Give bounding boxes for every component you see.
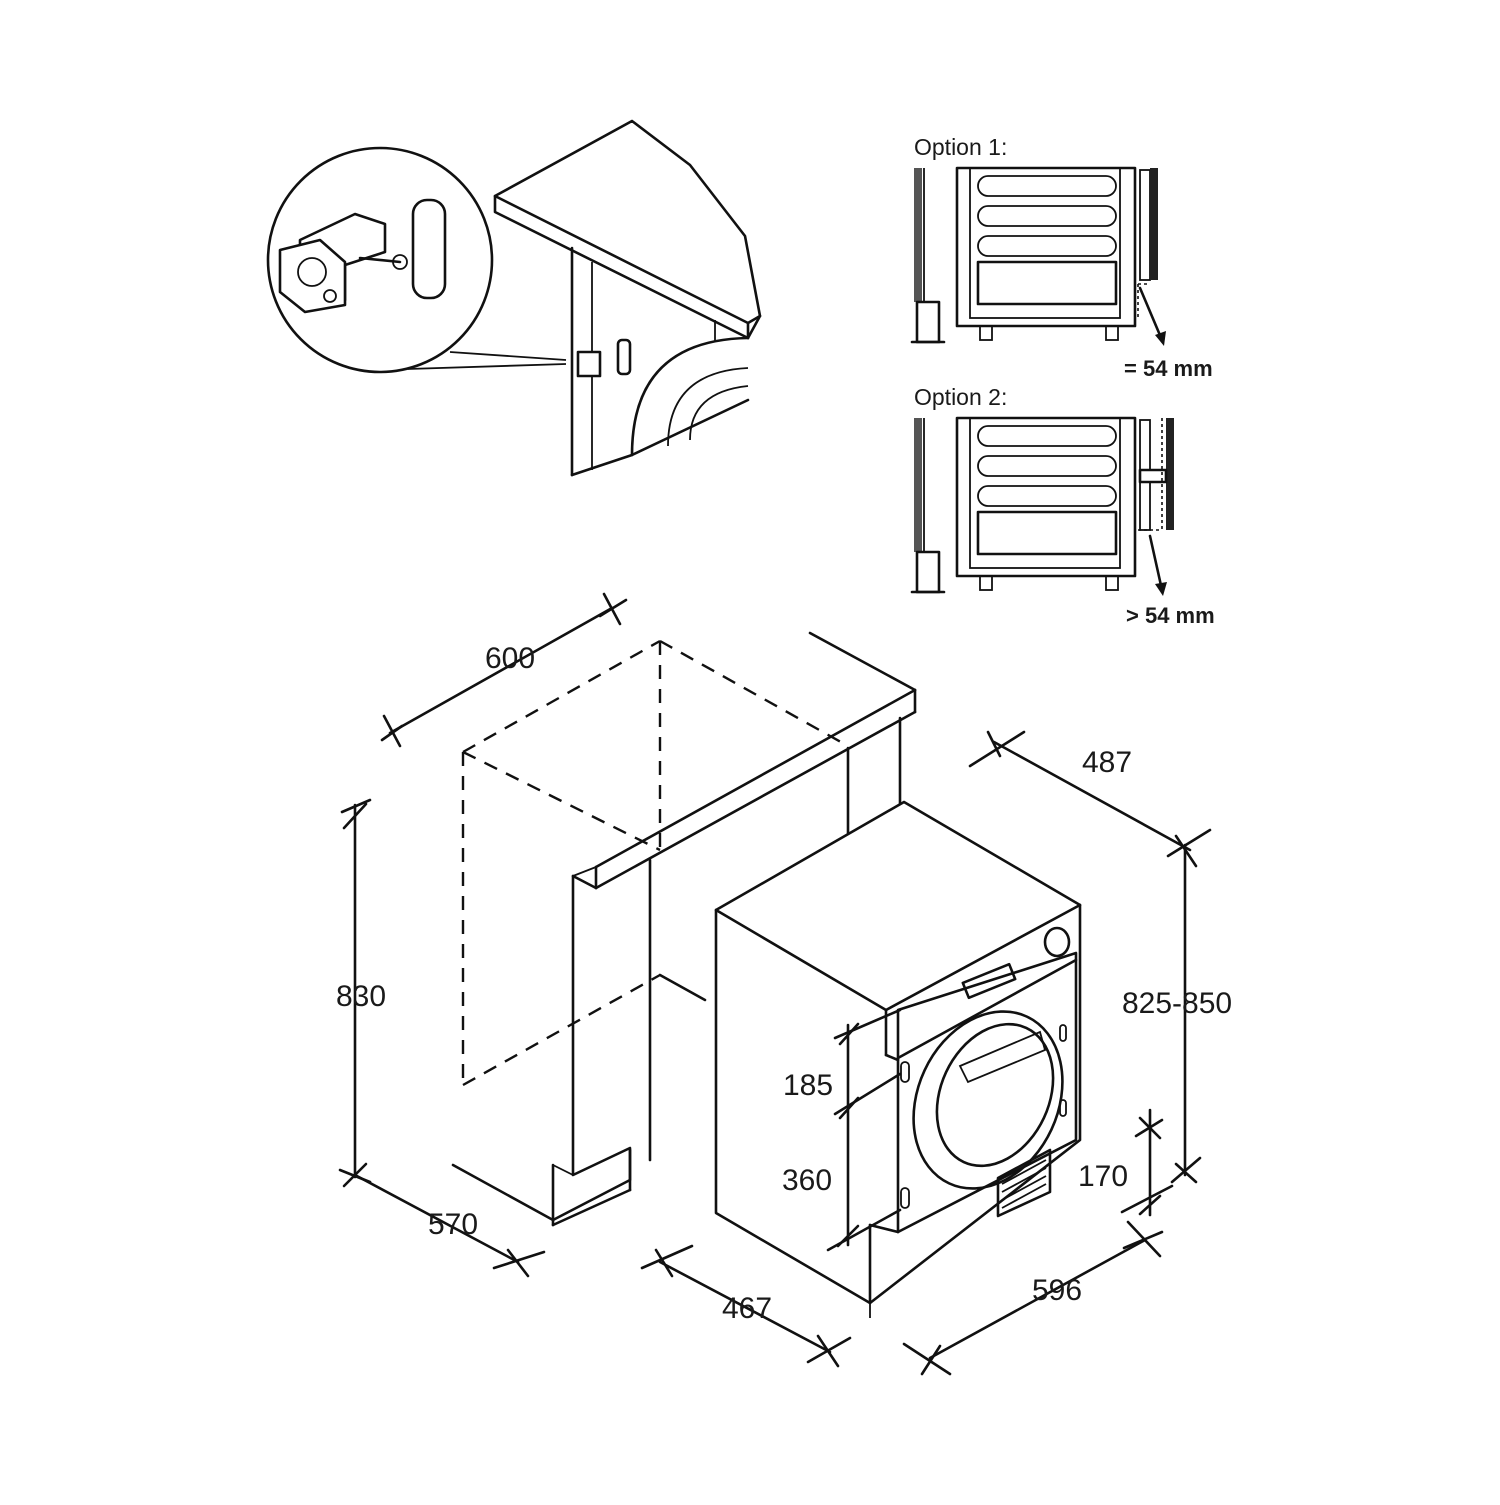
dimension-labels: 600 830 570 487 825-850 185 360 170 467 …	[336, 642, 1232, 1325]
dryer-door	[912, 1010, 1064, 1190]
dim-596-label: 596	[1032, 1274, 1082, 1307]
option2-panel: Option 2: > 54 mm	[910, 384, 1215, 628]
option1-gap-label: = 54 mm	[1124, 356, 1213, 381]
hinge-bracket	[278, 212, 408, 314]
dim-830-label: 830	[336, 980, 386, 1013]
option2-appliance	[955, 416, 1137, 578]
hinge-detail	[266, 146, 567, 374]
option2-label: Option 2:	[914, 384, 1007, 410]
dim-360-label: 360	[782, 1164, 832, 1197]
dim-487-label: 487	[1082, 746, 1132, 779]
cabinet-drawing	[380, 631, 917, 1227]
dryer-front	[896, 951, 1078, 1234]
dryer-display	[961, 962, 1017, 1000]
dim-825-850-label: 825-850	[1122, 987, 1232, 1020]
magnifier-circle	[266, 146, 494, 374]
lower-hinge	[900, 1187, 910, 1209]
upper-hinge	[900, 1061, 910, 1083]
dim-570-label: 570	[428, 1208, 478, 1241]
dim-185-label: 185	[783, 1069, 833, 1102]
dim-600-label: 600	[485, 642, 535, 675]
option1-panel: Option 1: = 54 mm	[910, 134, 1213, 381]
dryer-drawing	[714, 800, 1082, 1305]
magnet-plate	[411, 198, 447, 300]
magnifier-pointer-line-2	[449, 351, 567, 361]
option2-gap-label: > 54 mm	[1126, 603, 1215, 628]
dim-600-line	[388, 606, 614, 735]
option1-label: Option 1:	[914, 134, 1007, 160]
dryer-vent-grille	[996, 1148, 1052, 1218]
dim-596-line	[928, 1238, 1147, 1360]
cabinet-corner-illustration	[493, 119, 762, 477]
option2-arrow	[1148, 534, 1164, 592]
dim-467-label: 467	[722, 1292, 772, 1325]
option1-side-wall	[914, 168, 922, 302]
dim-170-label: 170	[1078, 1160, 1128, 1193]
dim-467-line	[658, 1260, 832, 1354]
option2-door	[1166, 418, 1174, 530]
option1-door	[1150, 168, 1158, 280]
option1-appliance	[955, 166, 1137, 328]
option2-hinge	[1138, 468, 1168, 484]
option1-arrow	[1138, 286, 1164, 342]
dim-570-line	[353, 1173, 520, 1264]
magnifier-pointer-line	[407, 363, 567, 370]
dim-487-line	[992, 740, 1192, 852]
dryer-knob	[1043, 926, 1071, 958]
dimension-lines	[338, 592, 1212, 1376]
option2-side-wall	[914, 418, 922, 552]
